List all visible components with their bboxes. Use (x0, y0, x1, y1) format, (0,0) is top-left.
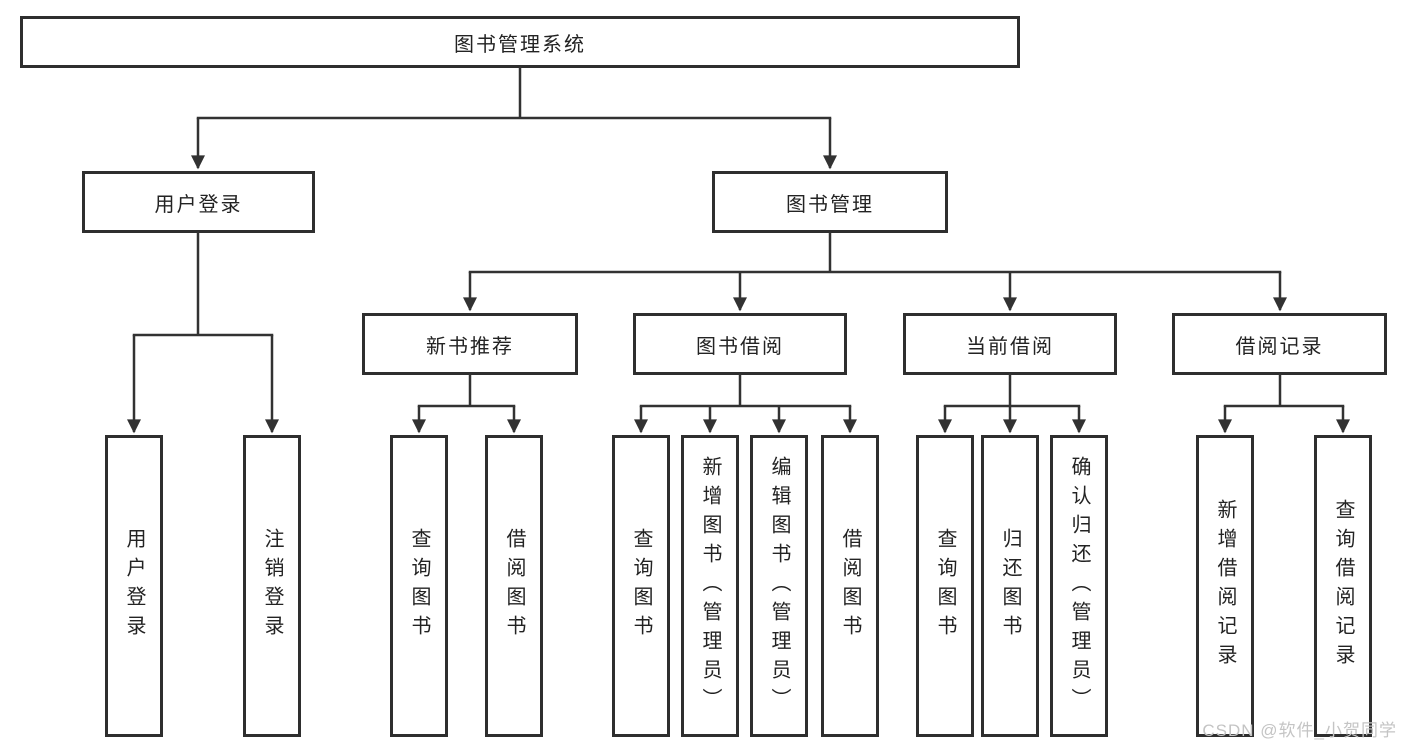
leaf-borrow-books-recommend: 借阅图书 (485, 435, 543, 737)
leaf-query-books-borrow: 查询图书 (612, 435, 670, 737)
connector-records-bus (1223, 373, 1345, 408)
leaf-return-books: 归还图书 (981, 435, 1039, 737)
leaf-query-borrow-record-label: 查询借阅记录 (1332, 499, 1354, 673)
leaf-edit-book-admin-label: 编辑图书（管理员） (768, 455, 790, 717)
leaf-borrow-books-borrow: 借阅图书 (821, 435, 879, 737)
connector-root-bus (196, 66, 832, 120)
leaf-edit-book-admin: 编辑图书（管理员） (750, 435, 808, 737)
node-current-borrow: 当前借阅 (903, 313, 1117, 375)
connector-book-management-bus (468, 231, 1282, 274)
leaf-query-books-current: 查询图书 (916, 435, 974, 737)
connector-recommend-bus (417, 373, 516, 408)
leaf-confirm-return-admin-label: 确认归还（管理员） (1068, 455, 1090, 717)
leaf-add-borrow-record: 新增借阅记录 (1196, 435, 1254, 737)
node-borrow-records-label: 借阅记录 (1235, 335, 1324, 358)
leaf-query-borrow-record: 查询借阅记录 (1314, 435, 1372, 737)
node-new-book-recommend: 新书推荐 (362, 313, 578, 375)
node-current-borrow-label: 当前借阅 (966, 335, 1054, 358)
leaf-add-book-admin-label: 新增图书（管理员） (699, 455, 721, 717)
leaf-query-books-recommend-label: 查询图书 (408, 528, 430, 644)
leaf-query-books-current-label: 查询图书 (934, 528, 956, 644)
connector-user-login-bus (132, 231, 274, 337)
node-root: 图书管理系统 (20, 16, 1020, 68)
leaf-logout: 注销登录 (243, 435, 301, 737)
leaf-query-books-recommend: 查询图书 (390, 435, 448, 737)
leaf-logout-label: 注销登录 (261, 528, 283, 644)
leaf-borrow-books-borrow-label: 借阅图书 (839, 528, 861, 644)
leaf-add-book-admin: 新增图书（管理员） (681, 435, 739, 737)
node-user-login: 用户登录 (82, 171, 315, 233)
leaf-borrow-books-recommend-label: 借阅图书 (503, 528, 525, 644)
node-user-login-label: 用户登录 (154, 193, 243, 216)
leaf-user-login: 用户登录 (105, 435, 163, 737)
node-new-book-recommend-label: 新书推荐 (426, 335, 514, 358)
leaf-user-login-label: 用户登录 (123, 528, 145, 644)
leaf-return-books-label: 归还图书 (999, 528, 1021, 644)
node-book-management: 图书管理 (712, 171, 948, 233)
watermark: CSDN @软件_小贺同学 (1202, 721, 1397, 740)
node-book-borrow: 图书借阅 (633, 313, 847, 375)
leaf-query-books-borrow-label: 查询图书 (630, 528, 652, 644)
connector-current-bus (943, 373, 1081, 408)
leaf-confirm-return-admin: 确认归还（管理员） (1050, 435, 1108, 737)
node-root-label: 图书管理系统 (454, 33, 586, 56)
connector-borrow-bus (639, 373, 852, 408)
node-book-management-label: 图书管理 (786, 193, 874, 216)
node-borrow-records: 借阅记录 (1172, 313, 1387, 375)
leaf-add-borrow-record-label: 新增借阅记录 (1214, 499, 1236, 673)
node-book-borrow-label: 图书借阅 (696, 335, 784, 358)
